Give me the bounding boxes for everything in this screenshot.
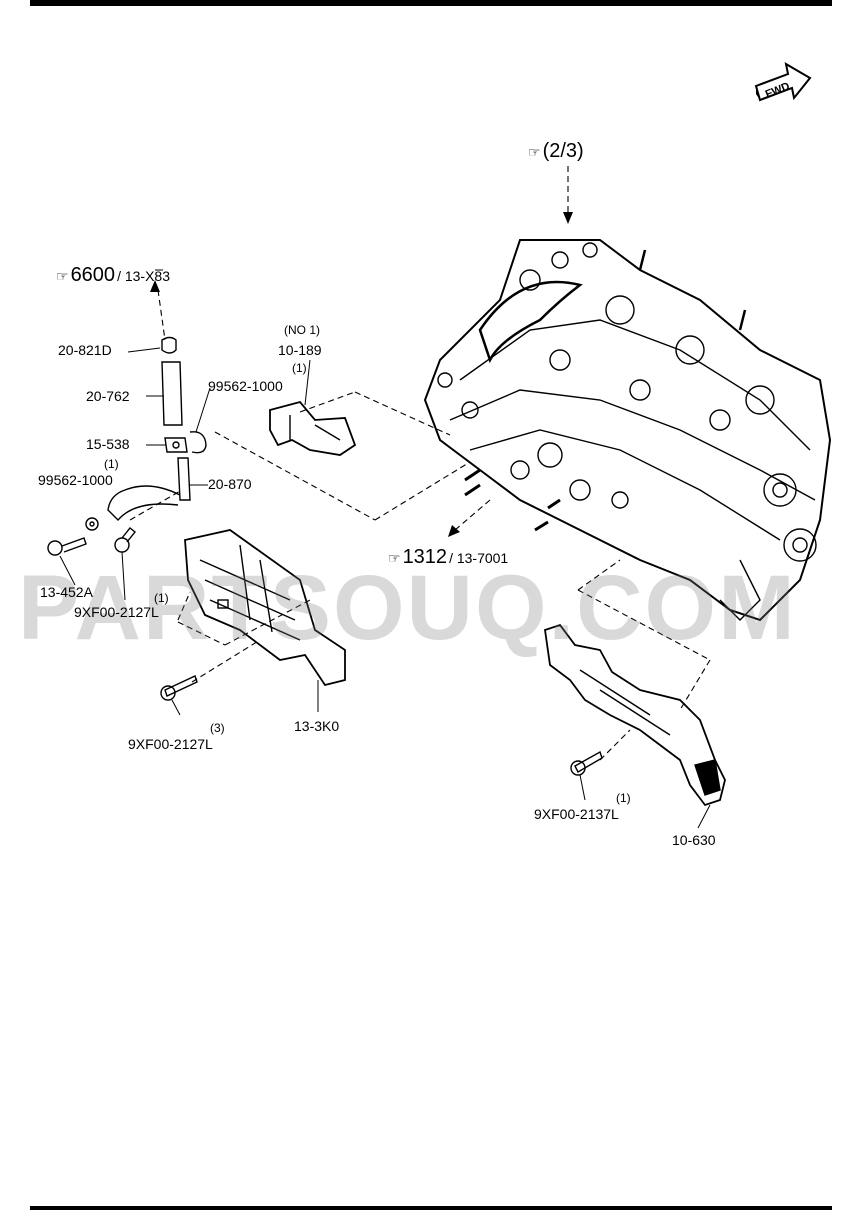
label-10-189: 10-189 bbox=[278, 342, 322, 358]
label-15-538: 15-538 bbox=[86, 436, 130, 452]
label-9xf00-a-qty: (1) bbox=[154, 591, 169, 605]
label-9xf00-2127l-a: 9XF00-2127L bbox=[74, 604, 159, 620]
ref-upper-left-num: 6600 bbox=[70, 264, 116, 286]
ref-center-num: 1312 bbox=[402, 546, 448, 568]
heat-shield-13-3k0 bbox=[184, 529, 346, 687]
label-13-452a: 13-452A bbox=[40, 584, 93, 600]
ref-top: ☞ (2/3) bbox=[528, 140, 584, 163]
label-99562-lower: 99562-1000 bbox=[38, 472, 113, 488]
label-20-762: 20-762 bbox=[86, 388, 130, 404]
ref-top-text: (2/3) bbox=[542, 140, 584, 162]
ref-center: ☞ 1312 / 13-7001 bbox=[388, 546, 508, 569]
label-99562-upper: 99562-1000 bbox=[208, 378, 283, 394]
leader-lines bbox=[129, 166, 711, 761]
top-rule bbox=[30, 0, 832, 6]
label-20-821d: 20-821D bbox=[58, 342, 112, 358]
ref-upper-left-sub: / 13-X83 bbox=[117, 268, 170, 284]
watermark: PARTSOUQ.COM bbox=[18, 557, 797, 659]
label-10-189-qty: (1) bbox=[292, 361, 307, 375]
bracket-10-630 bbox=[544, 623, 726, 807]
ref-upper-left: ☞ 6600 / 13-X83 bbox=[56, 264, 170, 287]
pipe-parts bbox=[47, 336, 207, 556]
label-no1: (NO 1) bbox=[284, 323, 320, 337]
cylinder-head-assembly bbox=[423, 239, 832, 622]
label-9xf00-b-qty: (3) bbox=[210, 721, 225, 735]
label-99562-lower-qty: (1) bbox=[104, 457, 119, 471]
label-10-630: 10-630 bbox=[672, 832, 716, 848]
label-leaders bbox=[59, 269, 711, 829]
label-9xf00-2127l-b: 9XF00-2127L bbox=[128, 736, 213, 752]
fwd-arrow-icon: FWD bbox=[752, 58, 816, 115]
bolts bbox=[160, 675, 603, 776]
ref-center-sub: / 13-7001 bbox=[449, 550, 509, 566]
book-icon: ☞ bbox=[388, 550, 401, 566]
label-9xf00-2137l: 9XF00-2137L bbox=[534, 806, 619, 822]
label-9xf00-c-qty: (1) bbox=[616, 791, 631, 805]
book-icon: ☞ bbox=[528, 144, 541, 160]
book-icon: ☞ bbox=[56, 268, 69, 284]
label-13-3k0: 13-3K0 bbox=[294, 718, 340, 734]
label-20-870: 20-870 bbox=[208, 476, 252, 492]
bottom-rule bbox=[30, 1206, 832, 1210]
bracket-10-189 bbox=[269, 400, 357, 456]
